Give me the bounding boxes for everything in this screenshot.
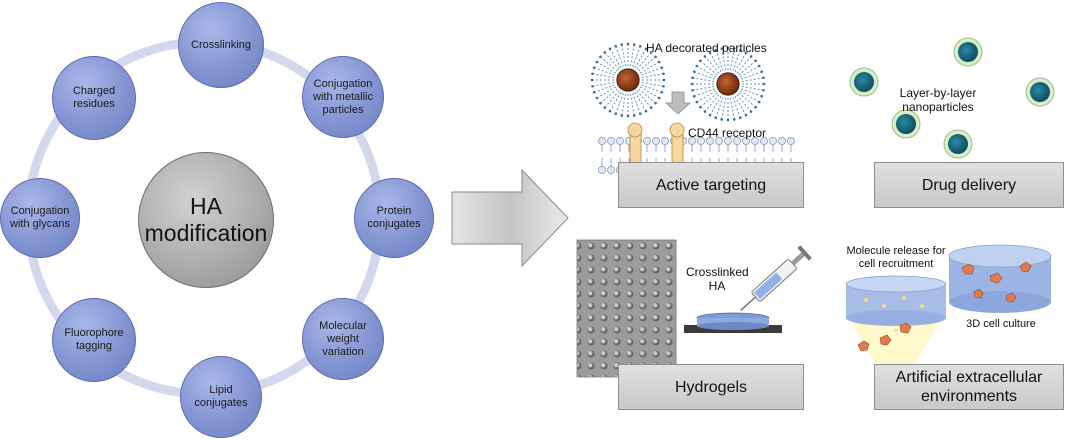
drug-delivery-box: Drug delivery [874,162,1064,208]
syringe-icon [740,245,812,312]
release-cylinder [845,275,947,400]
binding-arrow [664,91,692,115]
recruited-cells [857,322,912,352]
culture-cylinder [948,244,1052,313]
artificial-environments-box: Artificial extracellular environments [874,364,1064,410]
cd44-receptor-left [627,122,643,165]
node-charged-residues: Charged residues [52,56,136,140]
ha-decorated-particle-left [590,42,666,118]
layer-by-layer-label: Layer-by-layer nanoparticles [899,86,977,114]
node-glycan-conjugation: Conjugation with glycans [0,178,80,258]
node-protein-conjugates: Protein conjugates [354,178,434,258]
crosslinked-ha-label: Crosslinked HA [686,265,749,293]
active-targeting-box: Active targeting [618,162,804,208]
ha-decorated-particle-right [690,46,766,122]
hydrogels-box: Hydrogels [618,364,804,410]
node-metallic-conjugation: Conjugation with metallic particles [302,56,384,138]
molecule-release-label: Molecule release for cell recruitment [846,245,946,270]
ha-particles-label: HA decorated particles [646,41,767,55]
layer-by-layer-nanoparticles [849,37,1055,159]
cd44-receptor-label: CD44 receptor [688,126,767,140]
hydrogel-sem-image [576,239,677,378]
cell-culture-label: 3D cell culture [966,318,1036,330]
transition-arrow [451,168,569,268]
cd44-receptor-right [669,122,685,165]
node-fluorophore-tagging: Fluorophore tagging [52,298,136,382]
hydrogel-disc [684,312,782,333]
node-crosslinking: Crosslinking [178,2,264,88]
ha-modification-center: HA modification [138,152,274,288]
node-molecular-weight: Molecular weight variation [302,298,384,380]
node-lipid-conjugates: Lipid conjugates [180,356,262,438]
